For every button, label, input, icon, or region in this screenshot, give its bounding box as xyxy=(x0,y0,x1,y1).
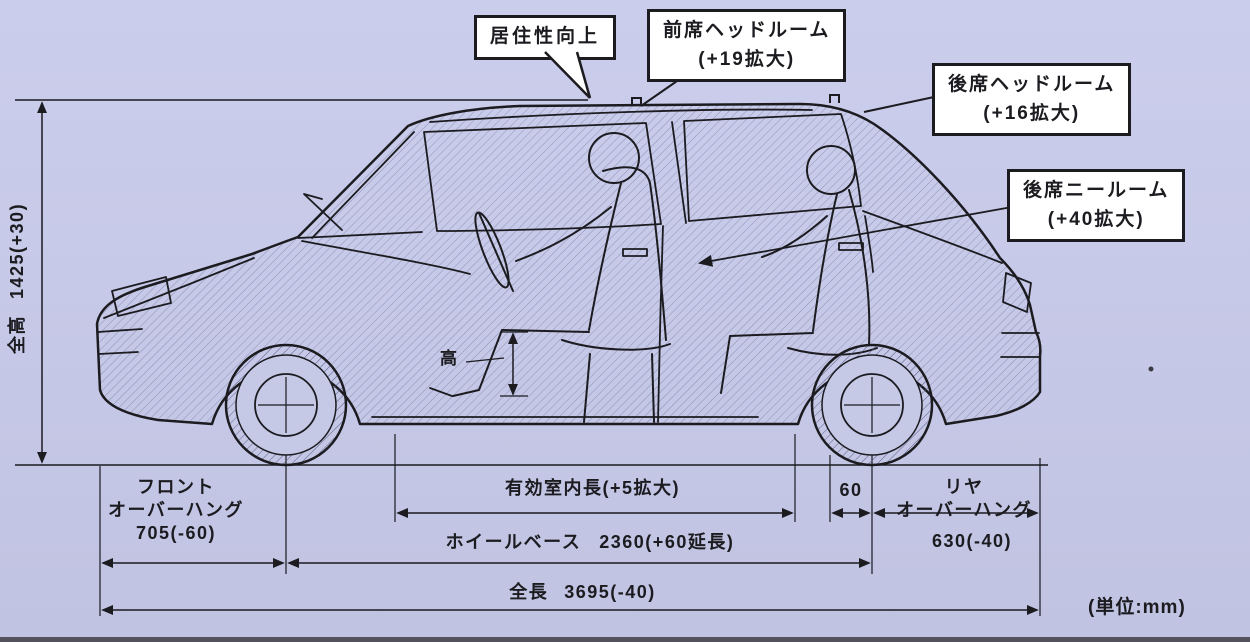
rear-overhang-label-1: リヤ xyxy=(944,477,984,497)
dim-rear-overhang-label: リヤ オーバーハング xyxy=(884,476,1044,522)
rear-kneeroom-leader xyxy=(697,206,1013,267)
unit-note-text: (単位:mm) xyxy=(1088,597,1186,618)
rear-headroom-leader xyxy=(863,96,935,113)
driver-figure xyxy=(452,132,640,397)
callout-rear-headroom: 後席ヘッドルーム (+16拡大) xyxy=(932,63,1132,136)
scan-speck xyxy=(1148,366,1154,372)
front-headroom-line1: 前席ヘッドルーム xyxy=(663,20,831,41)
dim-effective-cabin-length: 有効室内長(+5拡大) xyxy=(425,477,760,500)
rear-kneeroom-line2: (+40拡大) xyxy=(1047,208,1145,230)
unit-note: (単位:mm) xyxy=(1088,596,1243,619)
overall-length-value: 3695(-40) xyxy=(564,582,656,602)
interior-height-text: 高 xyxy=(440,349,459,368)
rear-kneeroom-line1: 後席ニールーム xyxy=(1023,180,1170,201)
front-overhang-label-1: フロント xyxy=(137,477,215,497)
callout-livability-text: 居住性向上 xyxy=(490,26,601,47)
rear-passenger-figure xyxy=(720,145,856,394)
overall-height-value: 1425(+30) xyxy=(7,202,27,299)
roof-hook-front xyxy=(631,97,642,106)
scan-edge-artifact xyxy=(0,637,1250,642)
gap-value: 60 xyxy=(839,480,863,500)
overall-height-label: 全高 xyxy=(7,315,27,354)
dim-rear-overhang-value: 630(-40) xyxy=(902,530,1042,553)
front-seat xyxy=(561,166,671,423)
dim-interior-height-label: 高 xyxy=(440,347,459,370)
interior-height-dimension xyxy=(465,331,528,397)
wheelbase-value: 2360(+60延長) xyxy=(599,532,735,552)
front-headroom-line2: (+19拡大) xyxy=(698,48,796,70)
rear-overhang-value: 630(-40) xyxy=(931,531,1013,551)
overall-length-label: 全長 xyxy=(509,582,549,602)
effective-cabin-label: 有効室内長(+5拡大) xyxy=(504,478,680,498)
dim-overall-length: 全長 3695(-40) xyxy=(430,581,735,604)
steering-wheel xyxy=(474,211,514,292)
front-overhang-value: 705(-60) xyxy=(135,523,217,543)
dim-wheelbase: ホイールベース 2360(+60延長) xyxy=(415,531,765,554)
front-overhang-label-2: オーバーハング xyxy=(108,500,244,520)
dim-gap-60: 60 xyxy=(822,479,880,502)
rear-headroom-line2: (+16拡大) xyxy=(983,102,1081,124)
callout-front-headroom: 前席ヘッドルーム (+19拡大) xyxy=(647,9,847,82)
rear-headroom-line1: 後席ヘッドルーム xyxy=(948,74,1116,95)
dimension-lines xyxy=(36,101,1039,616)
body-detail-lines xyxy=(97,108,1041,423)
callout-livability: 居住性向上 xyxy=(474,15,617,60)
dim-front-overhang: フロント オーバーハング 705(-60) xyxy=(86,476,266,545)
rear-overhang-label-2: オーバーハング xyxy=(896,500,1032,520)
wheelbase-label: ホイールベース xyxy=(445,532,582,552)
front-wheel xyxy=(224,343,348,467)
rear-wheel xyxy=(810,343,934,467)
callout-rear-kneeroom: 後席ニールーム (+40拡大) xyxy=(1007,169,1186,242)
dim-overall-height: 全高 1425(+30) xyxy=(6,169,29,354)
roof-hook-rear xyxy=(829,94,840,103)
